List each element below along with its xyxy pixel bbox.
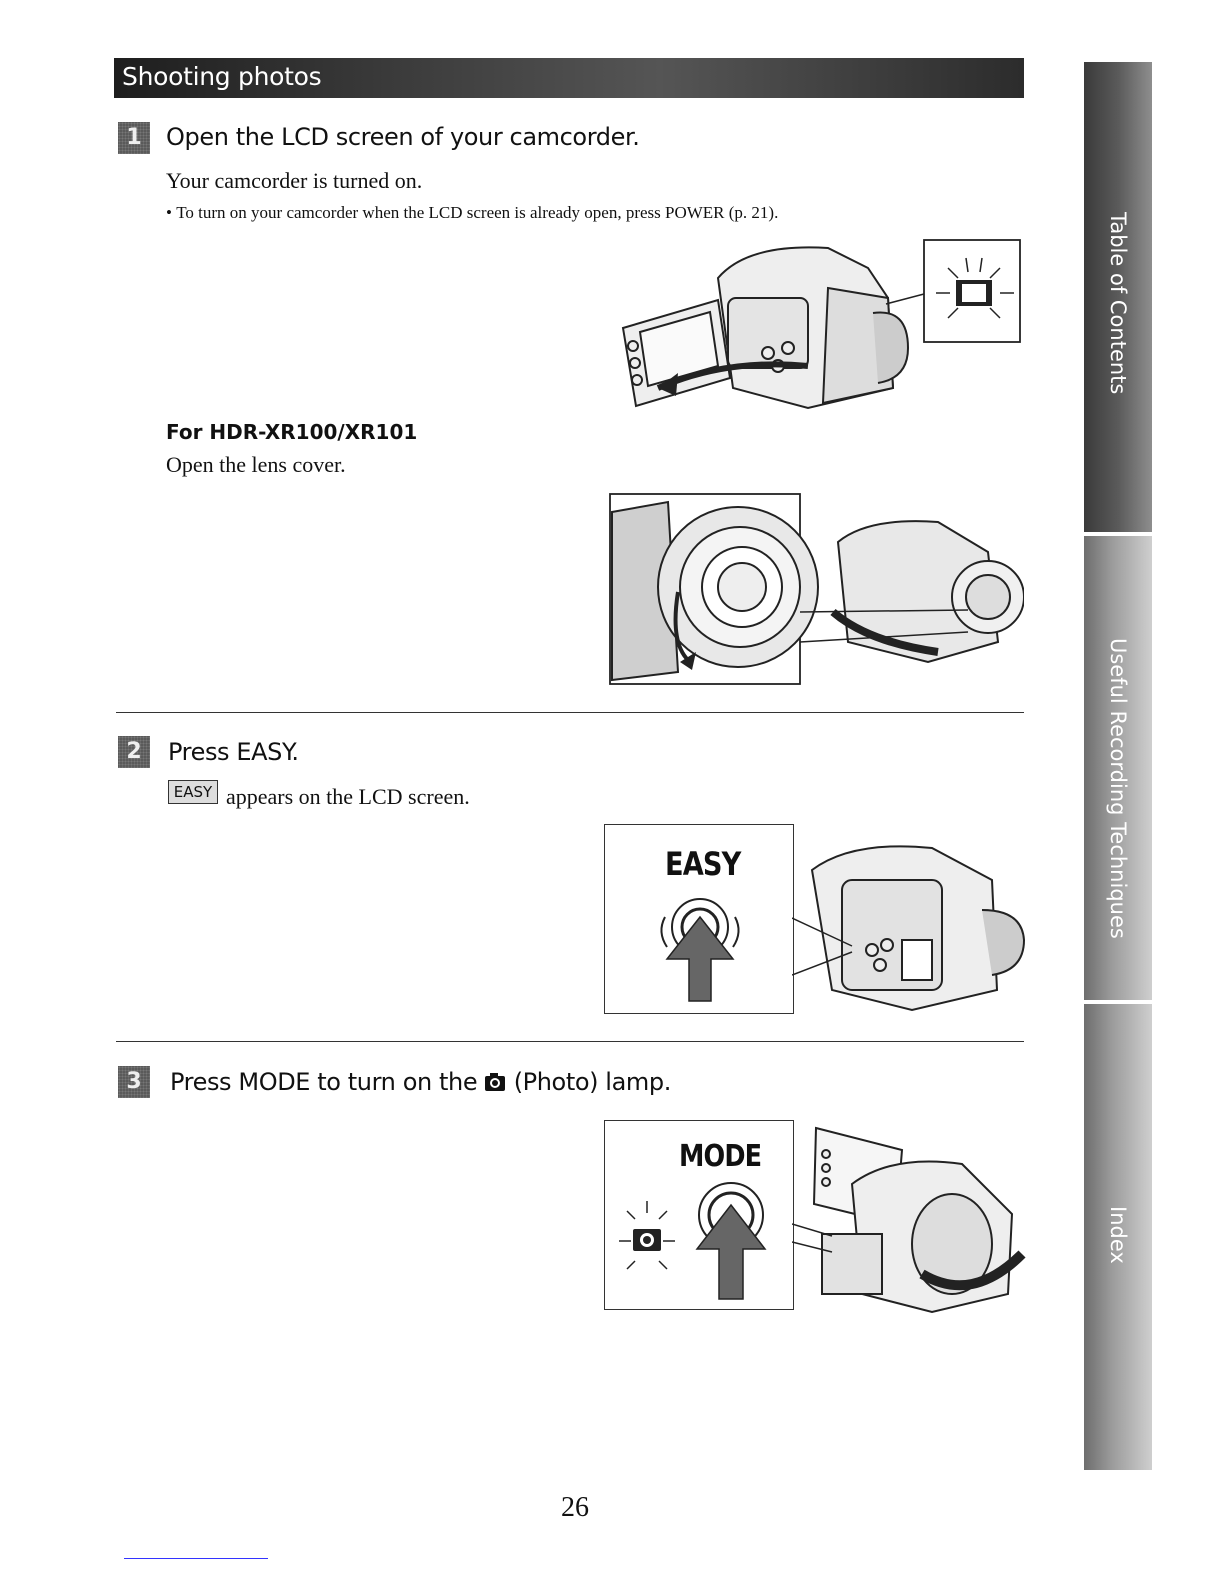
section-title: Shooting photos <box>122 62 322 91</box>
bullet-dot-icon: • <box>166 203 177 222</box>
step-3-title: Press MODE to turn on the (Photo) lamp. <box>170 1068 671 1096</box>
tab-useful-recording-techniques[interactable]: Useful Recording Techniques <box>1084 536 1152 1000</box>
section-header-bar <box>114 58 1024 98</box>
mode-button-callout: MODE <box>604 1120 794 1310</box>
easy-button-press-icon <box>660 898 740 1002</box>
easy-indicator-icon: EASY <box>168 780 218 804</box>
mode-button-press-icon <box>619 1182 767 1300</box>
step-1-bullet: • To turn on your camcorder when the LCD… <box>166 203 778 223</box>
model-subheading: For HDR-XR100/XR101 <box>166 420 418 444</box>
tab-label: Index <box>1106 1206 1130 1264</box>
step-2-text: appears on the LCD screen. <box>226 784 470 809</box>
footer-underline <box>124 1558 268 1559</box>
camcorder-lcd-open-illustration <box>621 239 1021 410</box>
step-1-badge: 1 <box>118 122 150 154</box>
section-divider <box>116 712 1024 713</box>
camcorder-side-illustration <box>792 845 1026 1012</box>
camera-photo-icon <box>485 1073 506 1091</box>
lens-cover-text: Open the lens cover. <box>166 452 346 477</box>
tab-label: Table of Contents <box>1106 212 1130 395</box>
step-2-badge: 2 <box>118 736 150 768</box>
camcorder-mode-illustration <box>792 1126 1026 1314</box>
step-1-title: Open the LCD screen of your camcorder. <box>166 123 640 151</box>
mode-button-label: MODE <box>679 1139 762 1174</box>
page-number: 26 <box>561 1492 589 1523</box>
step-1-text: Your camcorder is turned on. <box>166 168 423 193</box>
tab-index[interactable]: Index <box>1084 1004 1152 1470</box>
bullet-text: To turn on your camcorder when the LCD s… <box>176 203 779 222</box>
lens-cover-illustration <box>609 493 1024 685</box>
step-2-title: Press EASY. <box>168 738 299 766</box>
easy-button-label: EASY <box>665 845 741 883</box>
easy-button-callout: EASY <box>604 824 794 1014</box>
section-divider <box>116 1041 1024 1042</box>
step-3-badge: 3 <box>118 1066 150 1098</box>
step-3-title-end: (Photo) lamp. <box>513 1068 672 1096</box>
tab-table-of-contents[interactable]: Table of Contents <box>1084 62 1152 532</box>
tab-label: Useful Recording Techniques <box>1106 638 1130 939</box>
step-3-title-start: Press MODE to turn on the <box>170 1068 478 1096</box>
